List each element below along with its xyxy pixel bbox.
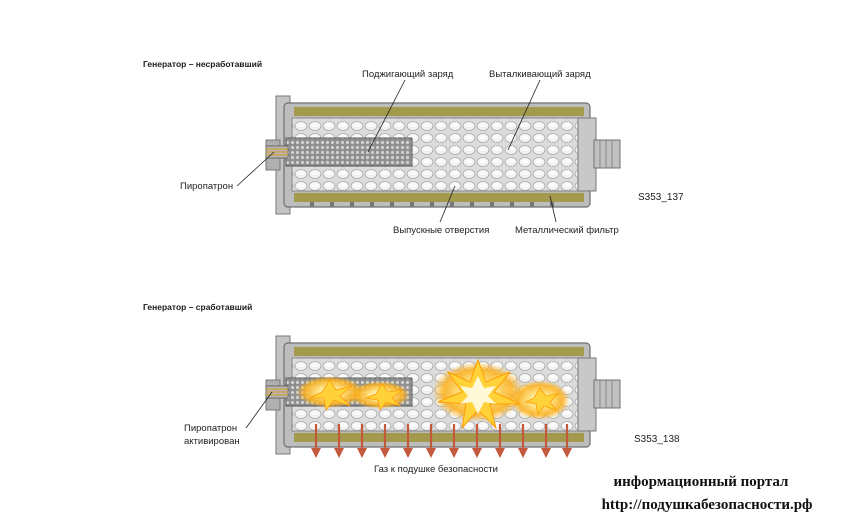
gas-arrow-icon [311,424,572,458]
label-metal-filter: Металлический фильтр [515,225,619,236]
label-outlet-holes: Выпускные отверстия [393,225,490,236]
figure-code-unfired: S353_137 [638,192,684,203]
portal-caption: информационный портал [613,474,789,490]
label-igniter-charge: Поджигающий заряд [362,69,454,80]
label-squib-activated-1: Пиропатрон [184,423,238,434]
leader-squib [236,151,275,187]
portal-url: http://подушкабезопасности.рф [601,497,813,513]
leader-propellant-charge [507,79,541,151]
leader-squib-activated [245,391,273,429]
generator-fired [245,335,621,458]
label-gas-to-airbag: Газ к подушке безопасности [374,464,498,475]
title-unfired: Генератор – несработавший [143,59,263,69]
label-squib-activated-2: активирован [184,436,240,447]
figure-code-fired: S353_138 [634,434,680,445]
label-squib: Пиропатрон [180,181,234,192]
explosion-icon [296,358,570,430]
leader-outlet-holes [439,185,456,223]
generator-unfired [236,79,621,223]
leader-metal-filter [549,195,557,223]
label-propellant-charge: Выталкивающий заряд [489,69,591,80]
title-fired: Генератор – сработавший [143,302,253,312]
leader-igniter-charge [367,79,406,153]
